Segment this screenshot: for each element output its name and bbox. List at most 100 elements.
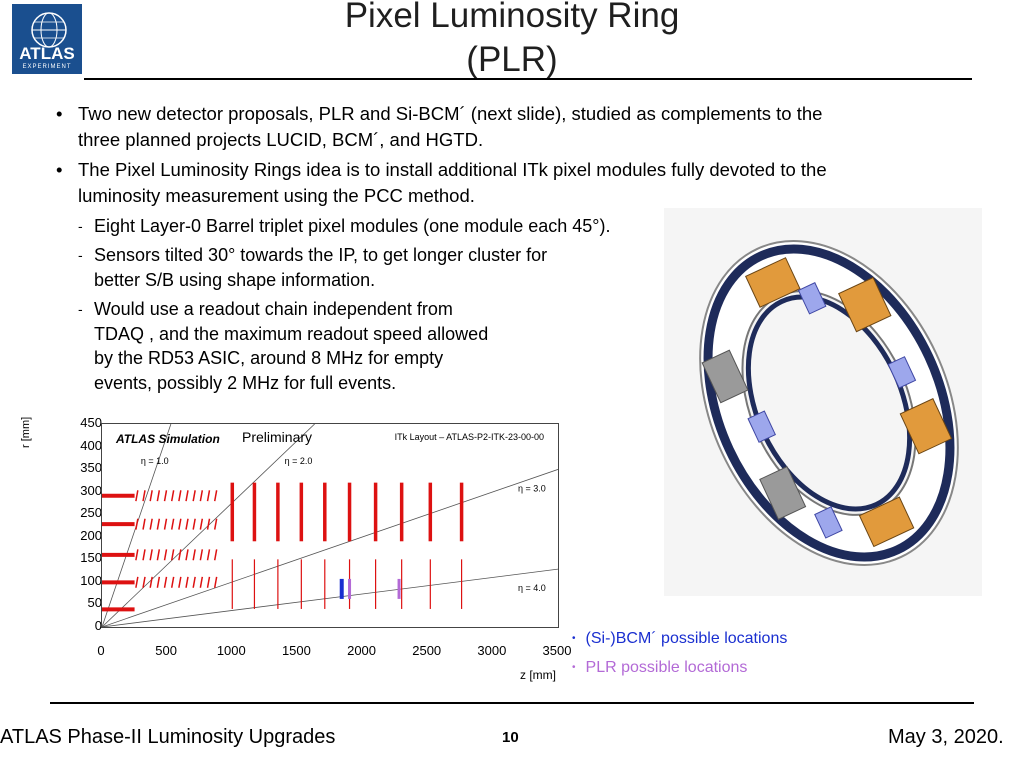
inclined-module — [170, 490, 175, 502]
inclined-module — [192, 490, 196, 502]
x-tick-label: 3000 — [477, 643, 507, 658]
inclined-module — [163, 518, 168, 530]
y-tick-label: 450 — [80, 415, 102, 430]
footer-divider — [50, 702, 974, 704]
bullet-1-line1: Two new detector proposals, PLR and Si-B… — [78, 103, 823, 124]
page-number: 10 — [502, 729, 519, 746]
y-tick-label: 0 — [94, 618, 102, 633]
inclined-module — [178, 490, 182, 502]
inclined-module — [185, 549, 189, 561]
inclined-module — [163, 549, 168, 561]
inclined-module — [142, 549, 146, 561]
inclined-module — [213, 576, 218, 588]
subbullet-3-line4: events, possibly 2 MHz for full events. — [94, 372, 397, 393]
eta-label: η = 2.0 — [285, 456, 313, 466]
inclined-module — [149, 576, 153, 588]
bullet-dot: • — [56, 103, 63, 124]
layout-label: ITk Layout – ATLAS-P2-ITK-23-00-00 — [394, 432, 544, 442]
inclined-module — [135, 518, 139, 530]
dash-marker: - — [78, 301, 83, 317]
inclined-module — [156, 490, 161, 502]
eta-line — [101, 568, 559, 628]
inclined-module — [213, 518, 218, 530]
inclined-module — [178, 576, 182, 588]
logo-subtitle: EXPERIMENT — [22, 64, 72, 70]
bullet-2-line1: The Pixel Luminosity Rings idea is to in… — [78, 159, 827, 180]
inclined-module — [149, 549, 153, 561]
y-tick-label: 250 — [80, 505, 102, 521]
chart-subtitle: Preliminary — [242, 429, 313, 445]
y-tick-label: 300 — [80, 482, 102, 498]
inclined-module — [199, 490, 204, 502]
globe-icon — [31, 12, 67, 48]
subbullet-2-line2: better S/B using shape information. — [94, 269, 376, 290]
x-tick-label: 3500 — [542, 643, 572, 658]
inclined-module — [142, 576, 146, 588]
inclined-module — [156, 576, 161, 588]
x-tick-label: 2500 — [412, 643, 442, 658]
slide-title-line1: Pixel Luminosity Ring — [344, 0, 680, 35]
x-tick-label: 2000 — [347, 643, 377, 658]
inclined-module — [206, 576, 211, 588]
title-divider — [84, 78, 972, 80]
chart-title: ATLAS Simulation — [116, 432, 220, 446]
dash-marker: - — [78, 218, 83, 234]
inclined-module — [185, 490, 189, 502]
plr-ring-illustration — [664, 208, 982, 596]
bullet-1-line2: three planned projects LUCID, BCM´, and … — [78, 129, 484, 150]
subbullet-3-line1: Would use a readout chain independent fr… — [94, 299, 453, 319]
footer-date: May 3, 2020. — [888, 726, 1004, 748]
inclined-module — [156, 549, 161, 561]
inclined-module — [213, 490, 218, 502]
plr-location-marker — [397, 578, 401, 599]
slide-title: Pixel Luminosity Ring (PLR) — [250, 0, 774, 82]
x-tick-label: 0 — [97, 643, 105, 658]
inclined-module — [199, 518, 204, 530]
inclined-module — [163, 576, 168, 588]
subbullet-3-line3: by the RD53 ASIC, around 8 MHz for empty — [94, 348, 444, 368]
eta-label: η = 4.0 — [518, 583, 546, 593]
eta-label: η = 1.0 — [141, 456, 169, 466]
subbullet-2: - Sensors tilted 30° towards the IP, to … — [78, 243, 654, 292]
inclined-module — [192, 576, 196, 588]
subbullet-1: - Eight Layer-0 Barrel triplet pixel mod… — [78, 214, 694, 239]
inclined-module — [206, 490, 211, 502]
inclined-module — [192, 518, 196, 530]
y-tick-label: 50 — [87, 595, 102, 611]
inclined-module — [185, 576, 189, 588]
inclined-module — [213, 549, 218, 561]
inclined-module — [185, 518, 189, 530]
inclined-module — [206, 549, 211, 561]
dash-marker: - — [78, 247, 83, 263]
inclined-module — [199, 576, 204, 588]
inclined-module — [135, 576, 139, 588]
x-tick-label: 500 — [155, 643, 177, 658]
footer-presentation-title: ATLAS Phase-II Luminosity Upgrades — [0, 726, 336, 748]
ring-drawing — [699, 240, 959, 566]
bullet-2-line2: luminosity measurement using the PCC met… — [78, 185, 475, 206]
inclined-module — [178, 549, 182, 561]
bullet-dot: • — [56, 159, 63, 180]
inclined-module — [170, 549, 175, 561]
subbullet-2-line1: Sensors tilted 30° towards the IP, to ge… — [94, 245, 548, 265]
legend-bcm-marker: • — [572, 633, 576, 645]
subbullet-3: - Would use a readout chain independent … — [78, 297, 654, 395]
inclined-module — [149, 490, 153, 502]
x-tick-label: 1000 — [216, 643, 246, 658]
inclined-module — [135, 549, 139, 561]
eta-line — [101, 469, 559, 628]
legend-bcm-label: (Si-)BCM´ possible locations — [585, 630, 788, 647]
inclined-module — [206, 518, 211, 530]
inclined-module — [178, 518, 182, 530]
bullet-2: • The Pixel Luminosity Rings idea is to … — [56, 157, 978, 209]
logo-wordmark: ATLAS — [19, 44, 75, 63]
legend-plr-marker: • — [572, 662, 576, 674]
atlas-logo: ATLAS EXPERIMENT — [12, 4, 82, 74]
legend-plr-label: PLR possible locations — [585, 659, 748, 676]
legend-plr: • PLR possible locations — [572, 659, 747, 677]
legend-bcm: • (Si-)BCM´ possible locations — [572, 630, 787, 648]
inclined-module — [192, 549, 196, 561]
y-axis-label: r [mm] — [20, 416, 32, 448]
